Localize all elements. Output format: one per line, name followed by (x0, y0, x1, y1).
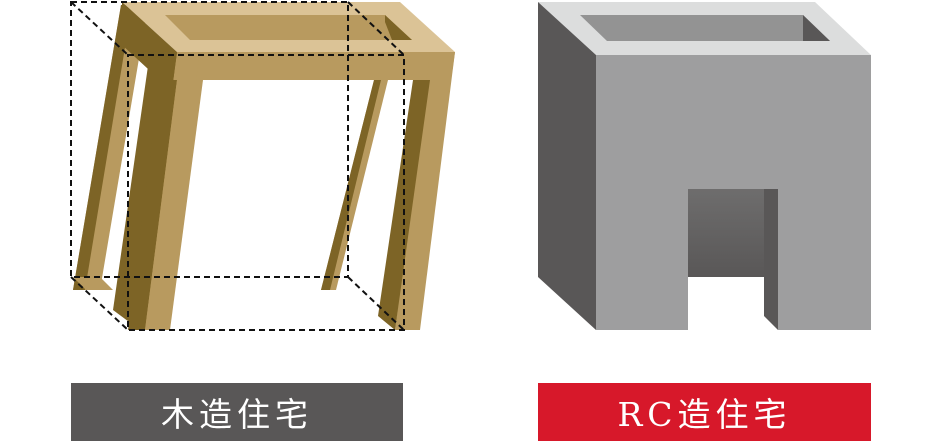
rc-block-illustration (538, 2, 871, 330)
rc-house-label: RC造住宅 (538, 383, 871, 441)
wood-house-label: 木造住宅 (71, 383, 403, 441)
dashed-cube-outline (70, 1, 405, 331)
wood-frame (73, 2, 455, 330)
